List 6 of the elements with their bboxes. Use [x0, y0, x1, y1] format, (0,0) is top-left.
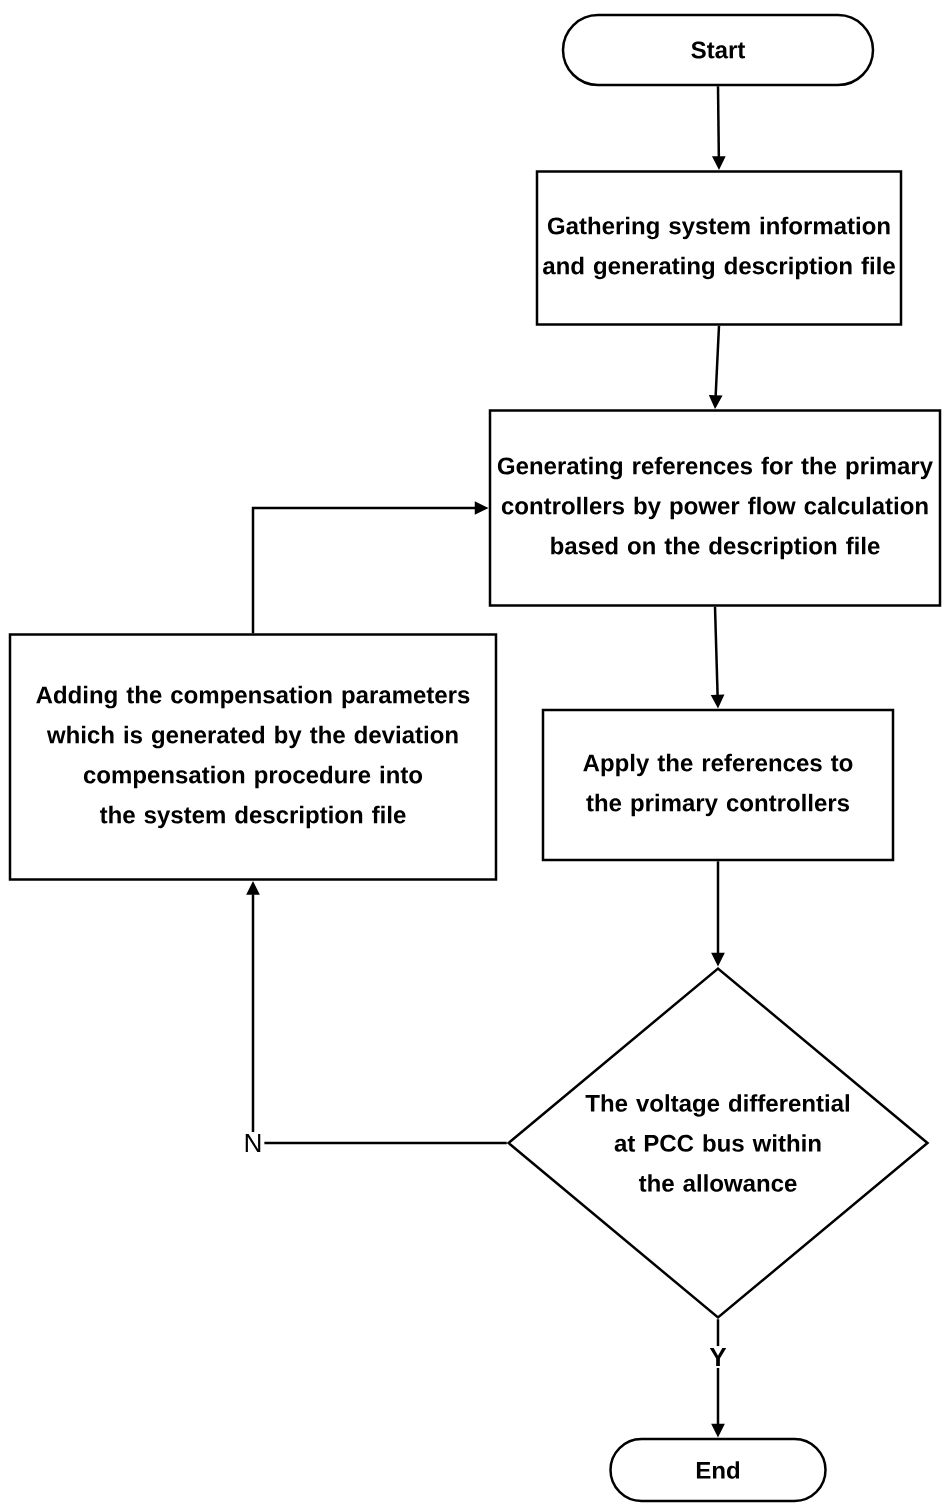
process-box: Adding the compensation parameters which is generated by the deviation compensation procedure into the system description file — [8, 633, 498, 881]
process-box: Gathering system information and generating description file — [535, 170, 903, 326]
process-box: Apply the references to the primary controllers — [541, 708, 895, 862]
edge-label: N — [241, 1132, 265, 1154]
process-box: Generating references for the primary controllers by power flow calculation based on the description file — [488, 409, 942, 607]
edge-label: Y — [707, 1346, 729, 1368]
